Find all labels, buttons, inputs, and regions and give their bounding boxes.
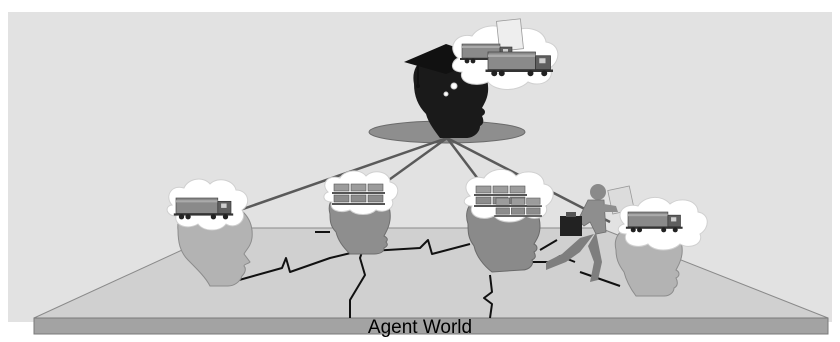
thought-cloud-center-left xyxy=(323,170,399,215)
world-platform-edge xyxy=(33,317,829,335)
agent-channels xyxy=(231,231,621,319)
thought-cloud-right xyxy=(617,197,708,251)
parcel-icon xyxy=(560,212,582,236)
thought-cloud-left xyxy=(166,178,249,231)
thought-cloud-leader xyxy=(443,18,559,97)
world-label: Agent World xyxy=(367,317,473,338)
thought-cloud-center-right xyxy=(463,169,554,223)
